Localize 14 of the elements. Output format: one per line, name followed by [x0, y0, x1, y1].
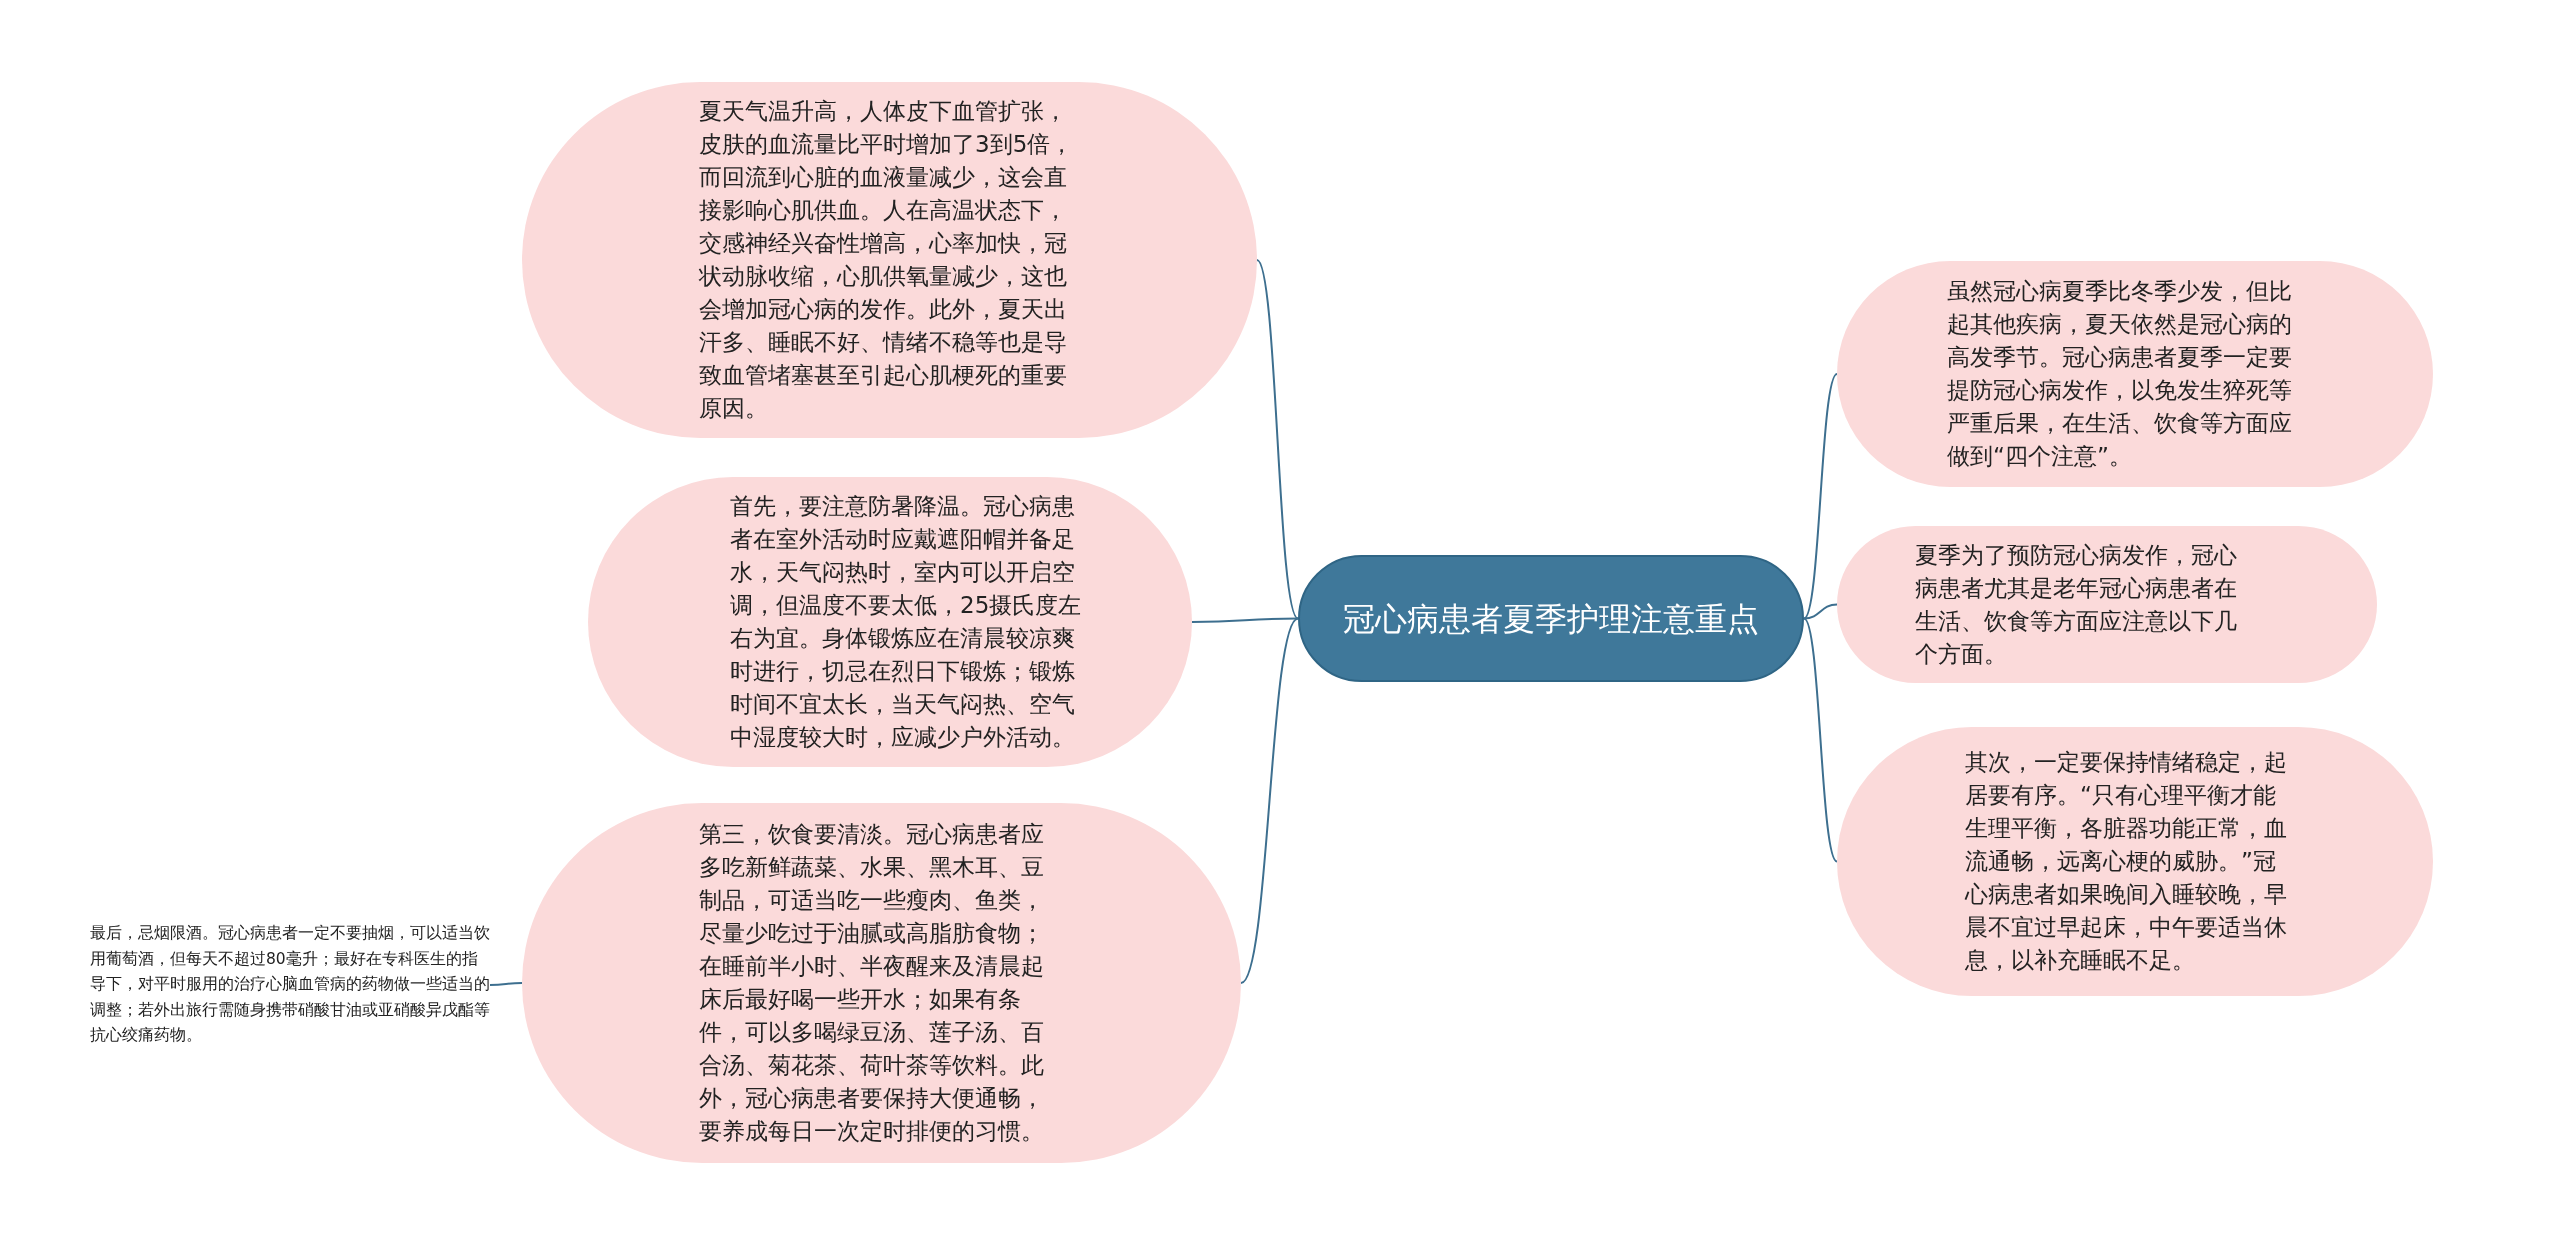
topic-text: 冠心病患者夏季护理注意重点: [1343, 598, 1759, 640]
topic-text: 其次，一定要保持情绪稳定，起居要有序。“只有心理平衡才能生理平衡，各脏器功能正常，血流通畅，远离心梗的威胁。”冠心病患者如果晚间入睡较晚，早晨不宜过早起床，中午要适当休息，以补充睡眠不足。: [1965, 748, 2288, 975]
topic-text: 夏天气温升高，人体皮下血管扩张，皮肤的血流量比平时增加了3到5倍，而回流到心脏的血液量减少，这会直接影响心肌供血。人在高温状态下，交感神经兴奋性增高，心率加快，冠状动脉收缩，心肌供氧量减少，这也会增加冠心病的发作。此外，夏天出汗多、睡眠不好、情绪不稳等也是导致血管堵塞甚至引起心肌梗死的重要原因。: [699, 97, 1075, 423]
topic-text: 第三，饮食要清淡。冠心病患者应多吃新鲜蔬菜、水果、黑木耳、豆制品，可适当吃一些瘦肉、鱼类，尽量少吃过于油腻或高脂肪食物；在睡前半小时、半夜醒来及清晨起床后最好喝一些开水；如果有条件，可以多喝绿豆汤、莲子汤、百合汤、菊花茶、荷叶茶等饮料。此外，冠心病患者要保持大便通畅，要养成每日一次定时排便的习惯。: [699, 820, 1045, 1146]
topic-text: 首先，要注意防暑降温。冠心病患者在室外活动时应戴遮阳帽并备足水，天气闷热时，室内可以开启空调，但温度不要太低，25摄氏度左右为宜。身体锻炼应在清晨较凉爽时进行，切忌在烈日下锻炼；锻炼时间不宜太长，当天气闷热、空气中湿度较大时，应减少户外活动。: [730, 492, 1083, 752]
connector-line: [489, 982, 523, 986]
connector-line: [1803, 373, 1838, 620]
topic-text: 夏季为了预防冠心病发作，冠心病患者尤其是老年冠心病患者在生活、饮食等方面应注意以下几个方面。: [1915, 540, 2238, 669]
topic-text: 虽然冠心病夏季比冬季少发，但比起其他疾病，夏天依然是冠心病的高发季节。冠心病患者夏季一定要提防冠心病发作，以免发生猝死等严重后果，在生活、饮食等方面应做到“四个注意”。: [1947, 277, 2293, 471]
connector-line: [1803, 617, 1838, 863]
connector-line: [1803, 603, 1838, 620]
connector-line: [1240, 617, 1299, 984]
topic-text: 最后，忌烟限酒。冠心病患者一定不要抽烟，可以适当饮用葡萄酒，但每天不超过80毫升；最好在专科医生的指导下，对平时服用的治疗心脑血管病的药物做一些适当的调整；若外出旅行需随身携带硝酸甘油或亚硝酸异戊酯等抗心绞痛药物。: [90, 905, 490, 1065]
connector-line: [1256, 259, 1299, 620]
